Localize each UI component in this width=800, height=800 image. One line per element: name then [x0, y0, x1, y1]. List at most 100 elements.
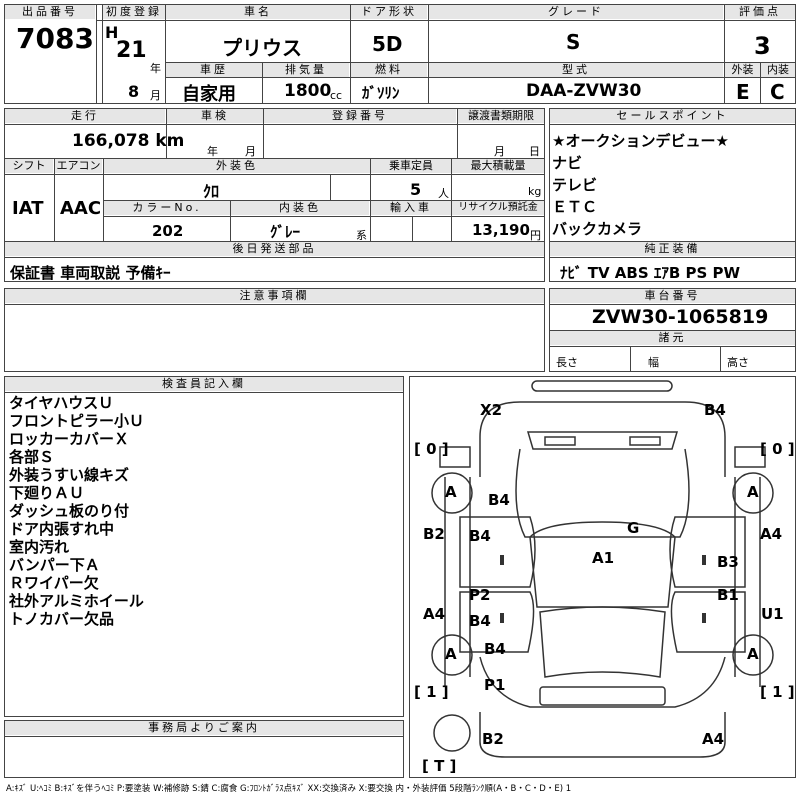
history-label: 車歴 — [166, 63, 262, 77]
color-value: ｸﾛ — [203, 182, 220, 201]
sales-item: バックカメラ — [552, 220, 643, 238]
inspector-item: トノカバー欠品 — [9, 610, 115, 628]
mileage-value: 166,078 km — [72, 131, 185, 151]
month-unit: 月 — [150, 89, 161, 102]
notes-block — [4, 288, 545, 372]
inspector-item: 各部Ｓ — [9, 448, 55, 466]
era: H — [105, 23, 119, 42]
displacement-value: 1800 — [284, 81, 332, 101]
door-value: 5D — [372, 32, 403, 56]
sales-block — [549, 108, 796, 282]
mileage-label: 走行 — [5, 109, 165, 123]
docs-label: 譲渡書類期限 — [458, 109, 544, 123]
docs-month: 月 — [494, 145, 505, 158]
mark-rear-right: A4 — [702, 730, 725, 748]
colorno-label: カラーNo. — [104, 201, 230, 215]
mark-tire-rl: A — [445, 645, 457, 663]
inspector-item: ドア内張すれ中 — [9, 520, 115, 538]
lot-label: 出品番号 — [5, 5, 95, 19]
car-outline — [431, 380, 774, 758]
mark-door-rl-top: P2 — [469, 586, 491, 604]
mark-tire-fr: A — [747, 483, 759, 501]
mark-door-rl-bot: B4 — [469, 612, 491, 630]
inspector-item: フロントピラー小Ｕ — [9, 412, 145, 430]
office-block — [4, 720, 404, 778]
intcolor-unit: 系 — [356, 229, 367, 242]
mark-door-rr: B1 — [717, 586, 739, 604]
mark-rear-left: B2 — [482, 730, 504, 748]
grade-value: S — [566, 30, 581, 54]
mark-door-fl: B4 — [469, 527, 491, 545]
fuel-value: ｶﾞｿﾘﾝ — [362, 84, 400, 102]
load-unit: kg — [528, 185, 542, 198]
capacity-label: 乗車定員 — [371, 159, 451, 173]
reg-year: 21 — [116, 38, 147, 63]
sales-list: ★オークションデビュー★ ナビ テレビ ＥＴＣ バックカメラ — [552, 130, 792, 240]
regno-label: 登録番号 — [264, 109, 456, 123]
interior-label: 内装 — [761, 63, 795, 77]
mark-door-fr: B3 — [717, 553, 739, 571]
inspector-item: Ｒワイパー欠 — [9, 574, 99, 592]
inspector-item: 社外アルミホイール — [9, 592, 144, 610]
mark-rocker-r: U1 — [761, 605, 784, 623]
inspector-label: 検査員記入欄 — [5, 377, 403, 391]
mark-qtr-l: B4 — [484, 640, 506, 658]
inspector-block — [4, 376, 404, 717]
shift-label: シフト — [5, 159, 53, 173]
mark-spare-t: [ T ] — [422, 757, 457, 775]
sales-item: ナビ — [552, 154, 583, 172]
sales-item: ★オークションデビュー★ — [552, 132, 729, 150]
car-diagram: X2 B4 [ 0 ] [ 0 ] A A B4 G B2 A4 B4 A1 B… — [409, 376, 796, 778]
mark-rocker-l: A4 — [423, 605, 446, 623]
inspector-item: ダッシュ板のり付 — [9, 502, 130, 520]
insp-year-unit: 年 — [207, 145, 218, 158]
colorno-value: 202 — [152, 222, 184, 240]
capacity-value: 5 — [410, 180, 422, 199]
door-label: ドア形状 — [351, 5, 427, 19]
sales-label: セールスポイント — [550, 109, 795, 123]
docs-day: 日 — [529, 145, 540, 158]
later-value: 保証書 車両取説 予備ｷｰ — [10, 264, 171, 282]
chassis-label: 車台番号 — [550, 289, 795, 303]
color-label: 外装色 — [104, 159, 370, 173]
first-reg-label: 初度登録 — [103, 5, 165, 19]
inspection-label: 車検 — [167, 109, 263, 123]
equipment-label: 純正装備 — [550, 242, 795, 256]
mark-spare-r: [ 0 ] — [760, 440, 795, 458]
recycle-value: 13,190 — [472, 221, 530, 239]
ac-label: エアコン — [55, 159, 102, 173]
shift-value: IAT — [12, 198, 44, 219]
import-label: 輸入車 — [371, 201, 451, 215]
capacity-unit: 人 — [438, 187, 449, 200]
year-unit: 年 — [150, 62, 161, 75]
inspector-item: 外装うすい線キズ — [9, 466, 130, 484]
mark-spare-b2: [ 1 ] — [760, 683, 795, 701]
history-value: 自家用 — [182, 84, 236, 105]
interior-value: C — [770, 80, 785, 104]
mark-tire-rr: A — [747, 645, 759, 663]
intcolor-value: ｸﾞﾚｰ — [270, 223, 301, 241]
mark-front-right: B4 — [704, 401, 726, 419]
score-value: 3 — [754, 32, 771, 60]
mark-pillar-l: B2 — [423, 525, 445, 543]
lot-number: 7083 — [16, 22, 94, 55]
model-label: 型式 — [429, 63, 723, 77]
later-label: 後日発送部品 — [5, 242, 544, 256]
mark-cabin: A1 — [592, 549, 615, 567]
inspector-list: タイヤハウスＵ フロントピラー小Ｕ ロッカーカバーＸ 各部Ｓ 外装うすい線キズ … — [9, 394, 399, 628]
mark-tire-fl: A — [445, 483, 457, 501]
inspector-item: 室内汚れ — [9, 538, 70, 556]
inspector-item: バンパー下Ａ — [9, 556, 100, 574]
intcolor-label: 内装色 — [231, 201, 369, 215]
office-label: 事務局よりご案内 — [5, 721, 403, 735]
legend: A:ｷｽﾞ U:ﾍｺﾐ B:ｷｽﾞを伴うﾍｺﾐ P:要塗装 W:補修跡 S:錆 … — [6, 784, 572, 794]
details-block — [4, 108, 545, 282]
reg-month: 8 — [128, 82, 140, 101]
sales-item: テレビ — [552, 176, 598, 194]
name-label: 車名 — [166, 5, 350, 19]
mark-trunk: P1 — [484, 676, 506, 694]
model-value: DAA-ZVW30 — [526, 81, 642, 101]
inspector-item: タイヤハウスＵ — [9, 394, 114, 412]
score-label: 評価点 — [725, 5, 795, 19]
grade-label: グレード — [429, 5, 723, 19]
